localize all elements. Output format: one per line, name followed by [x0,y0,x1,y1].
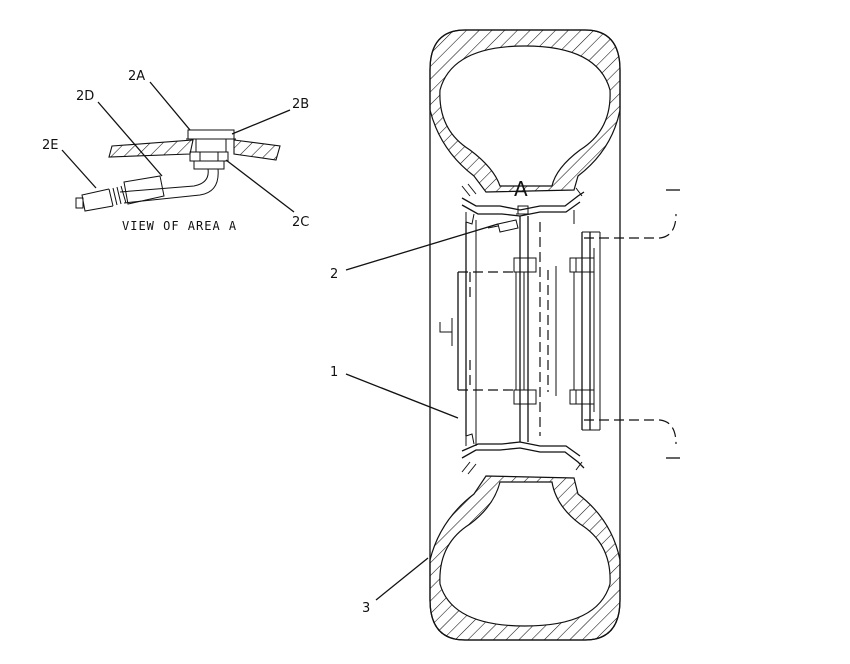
leader-2d [97,101,163,177]
valve-stem-area-a [487,205,530,233]
callout-3: 3 [362,601,370,616]
leader-3 [375,557,429,601]
detail-valve-stem [75,168,219,212]
leader-1 [345,373,459,419]
callout-2a: 2A [128,69,145,84]
callout-2c: 2C [292,215,309,230]
tire-bottom-carcass [429,475,621,641]
detail-view-area-a: 2A 2B 2C 2D 2E VIEW OF AREA A [42,69,309,233]
callout-2: 2 [330,267,338,282]
leader-2b [231,109,291,135]
callout-2b: 2B [292,97,309,112]
leader-2a [149,81,191,131]
tire-top-carcass [429,29,621,193]
detail-rim-strip [108,139,281,161]
detail-valve-nut [189,151,229,170]
inner-marker [439,318,453,346]
rim-body [457,213,677,446]
leader-2e [61,149,97,189]
view-title: VIEW OF AREA A [122,219,237,233]
callout-2d: 2D [76,89,94,104]
tire-section: A 2 1 3 [330,29,680,641]
detail-valve-cap [186,129,236,153]
leader-2c [225,159,295,213]
leader-2 [345,223,499,271]
callout-1: 1 [330,365,338,380]
callout-2e: 2E [42,138,59,153]
callout-area-a: A [514,177,528,201]
rim-bottom-flange [461,433,585,475]
